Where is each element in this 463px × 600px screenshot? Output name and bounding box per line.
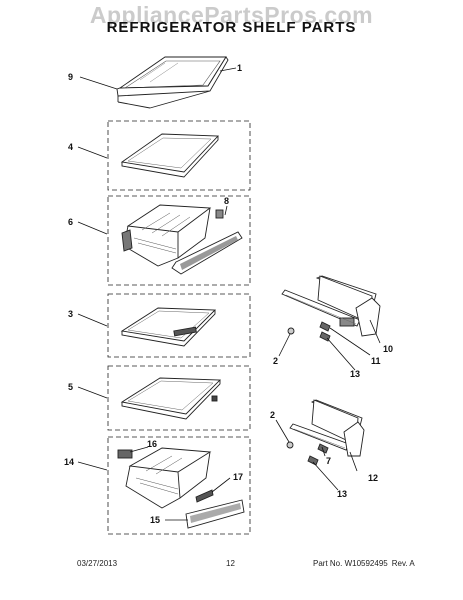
callout-14: 14 — [64, 457, 74, 467]
page-title: REFRIGERATOR SHELF PARTS — [106, 19, 357, 36]
box-part-4 — [107, 120, 251, 191]
callout-13-lower: 13 — [337, 489, 347, 499]
callout-7: 7 — [326, 456, 331, 466]
callout-17: 17 — [233, 472, 243, 482]
callout-labels: 9 1 4 6 8 3 5 14 16 17 15 2 11 10 13 2 7… — [64, 63, 393, 525]
callout-12: 12 — [368, 473, 378, 483]
footer-revision: Rev. A — [391, 559, 415, 568]
box-part-6 — [107, 195, 251, 286]
shelf-glass-top — [116, 56, 229, 109]
callout-3: 3 — [68, 309, 73, 319]
box-part-3 — [107, 293, 251, 358]
leader-lines — [77, 67, 381, 521]
crisper-drawer-14 — [117, 447, 245, 529]
callout-1: 1 — [237, 63, 242, 73]
shelf-glass-4 — [120, 133, 220, 178]
callout-13-upper: 13 — [350, 369, 360, 379]
crisper-drawer-6 — [121, 204, 243, 275]
callout-9: 9 — [68, 72, 73, 82]
callout-11: 11 — [371, 356, 381, 366]
callout-6: 6 — [68, 217, 73, 227]
callout-2-upper: 2 — [273, 356, 278, 366]
watermark: AppliancePartsPros.com — [89, 2, 374, 28]
callout-5: 5 — [68, 382, 73, 392]
cover-assembly-lower — [286, 399, 365, 466]
callout-2-lower: 2 — [270, 410, 275, 420]
callout-10: 10 — [383, 344, 393, 354]
shelf-glass-5 — [120, 377, 222, 420]
callout-16: 16 — [147, 439, 157, 449]
box-part-5 — [107, 365, 251, 431]
footer-page-number: 12 — [226, 559, 235, 568]
callout-4: 4 — [68, 142, 73, 152]
shelf-glass-3 — [120, 307, 217, 347]
footer-date: 03/27/2013 — [77, 559, 118, 568]
cover-assembly-upper — [281, 275, 381, 342]
callout-8: 8 — [224, 196, 229, 206]
footer-part-number: Part No. W10592495 — [313, 559, 388, 568]
callout-15: 15 — [150, 515, 160, 525]
